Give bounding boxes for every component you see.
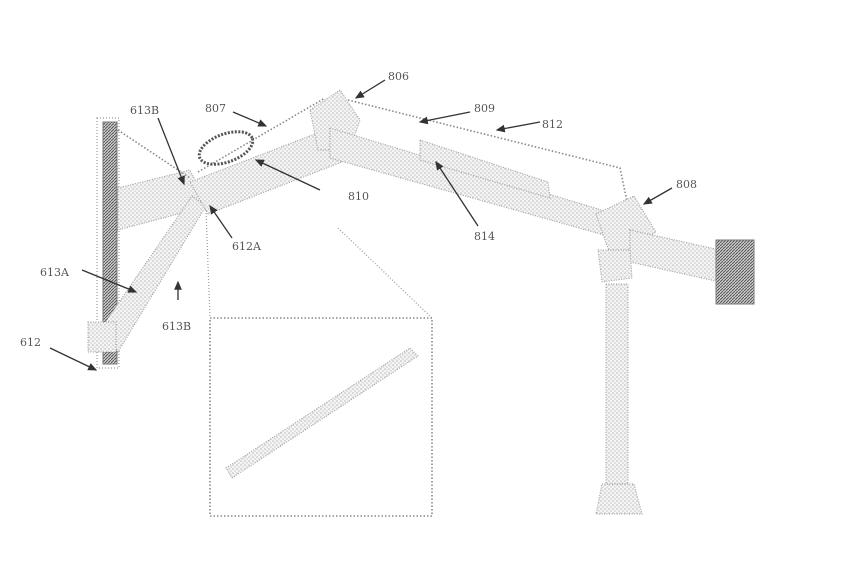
label-613b-top: 613B [130,104,159,117]
bracket-812 [347,99,629,207]
label-613b-low: 613B [162,320,191,333]
label-812: 812 [542,118,563,131]
label-807: 807 [205,102,226,115]
long-arm-814 [329,127,637,245]
wall-plate [96,117,120,369]
arm-to-806 [189,97,343,215]
label-612: 612 [20,336,41,349]
label-613a: 613A [40,266,70,279]
reference-labels: 806 807 809 812 808 613B 810 612A 814 61… [20,70,697,349]
label-809: 809 [474,102,495,115]
brace-613a [87,195,207,353]
upper-arm-left [117,129,209,231]
detail-inset [205,209,433,517]
label-806: 806 [388,70,409,83]
label-808: 808 [676,178,697,191]
label-814: 814 [474,230,495,243]
leader-arrows [49,79,673,371]
joint-808 [595,195,755,305]
label-810: 810 [348,190,369,203]
support-leg [595,249,643,515]
ring-810 [197,130,255,166]
label-612a: 612A [232,240,262,253]
